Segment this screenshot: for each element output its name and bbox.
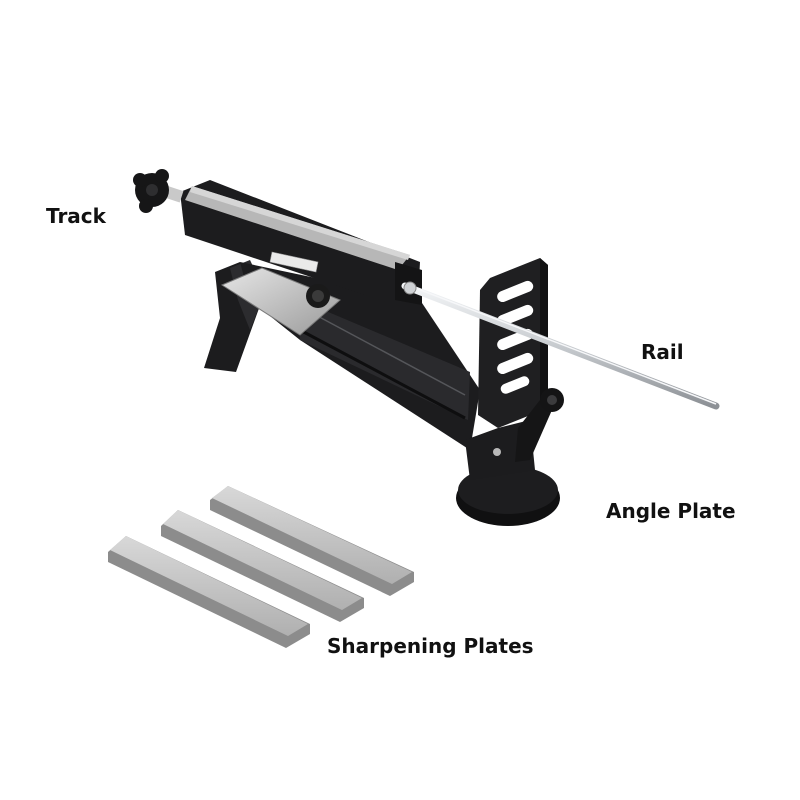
suction-base <box>456 388 564 526</box>
track-label: Track <box>46 204 106 228</box>
track-knob-icon <box>133 169 169 213</box>
angle-guide-plate <box>478 258 548 428</box>
sharpening-plate <box>108 536 310 648</box>
rail-label: Rail <box>641 340 684 364</box>
rail-rod <box>401 281 720 410</box>
blade-clamp-plate <box>220 267 341 336</box>
sharpening-plates <box>108 486 414 648</box>
sharpening-plate <box>210 486 414 596</box>
angle-plate-label: Angle Plate <box>606 499 736 523</box>
sharpening-plates-label: Sharpening Plates <box>327 634 534 658</box>
sharpening-plate <box>161 510 364 622</box>
